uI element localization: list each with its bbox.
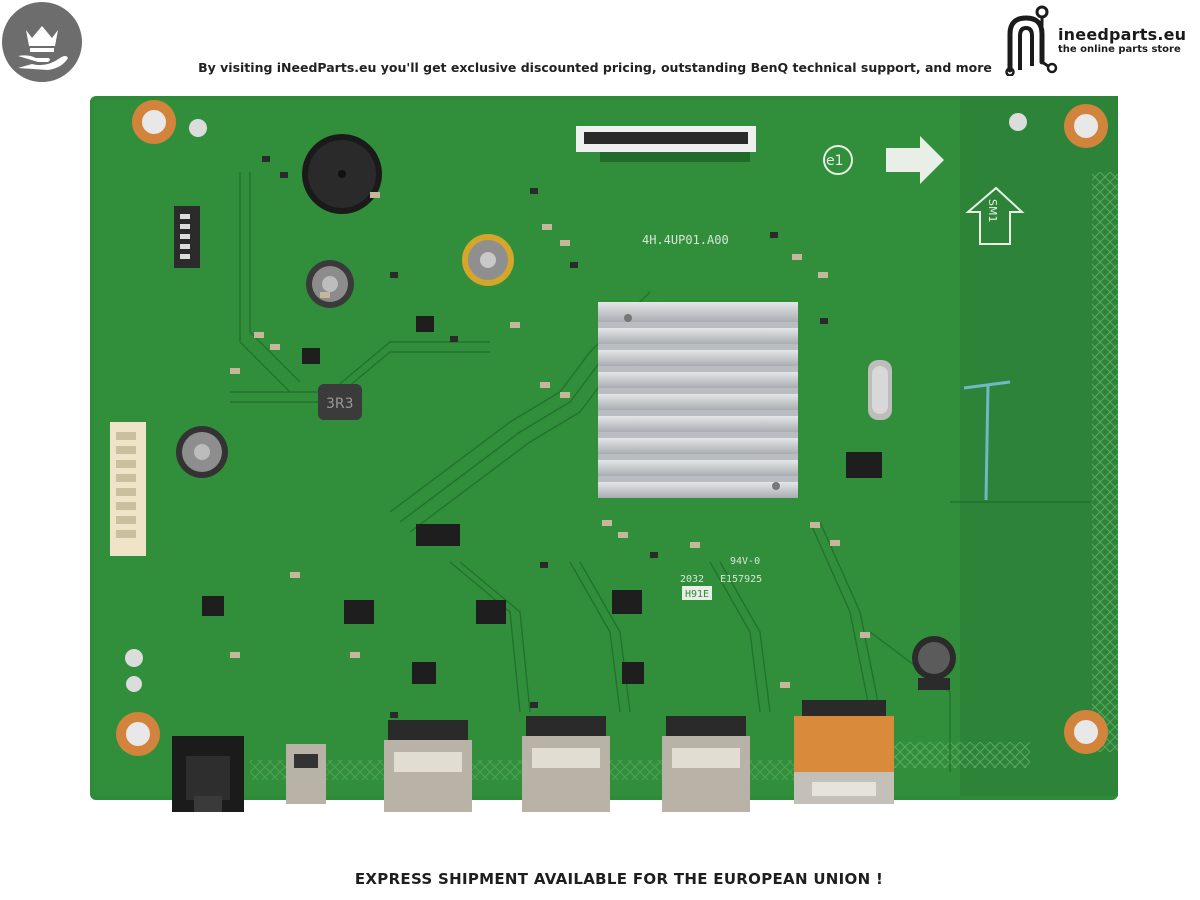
n-circuit-logo-icon xyxy=(1005,5,1058,76)
arrow-label: SM1 xyxy=(986,199,999,222)
brand-logo[interactable]: ineedparts.eu the online parts store xyxy=(1000,4,1190,76)
brand-name: ineedparts.eu xyxy=(1058,25,1187,44)
hdmi-port xyxy=(384,716,750,812)
vendor-code-label: H91E xyxy=(685,589,709,600)
heatsink xyxy=(598,302,798,498)
circuit-board-icon: 3R3 xyxy=(90,96,1118,812)
ul-number-label: E157925 xyxy=(720,574,762,585)
capacitor xyxy=(176,234,956,690)
mounting-hole xyxy=(116,100,1108,756)
part-number-label: 4H.4UP01.A00 xyxy=(642,233,729,247)
brand-tagline: the online parts store xyxy=(1058,44,1181,55)
mini-usb-port xyxy=(286,744,326,804)
flammability-label: 94V-0 xyxy=(730,556,760,567)
displayport-port xyxy=(794,700,894,804)
crown-hand-icon xyxy=(2,2,82,82)
brand-text: ineedparts.eu the online parts store xyxy=(1058,26,1186,56)
date-code-label: 2032 xyxy=(680,574,704,585)
shipping-banner: EXPRESS SHIPMENT AVAILABLE FOR THE EUROP… xyxy=(354,870,884,888)
promo-banner: By visiting iNeedParts.eu you'll get exc… xyxy=(198,60,992,75)
revision-label: e1 xyxy=(826,153,844,169)
inductor-label: 3R3 xyxy=(326,396,354,412)
circuit-board-image: 3R3 xyxy=(90,92,1120,812)
optical-audio-port xyxy=(172,736,244,812)
